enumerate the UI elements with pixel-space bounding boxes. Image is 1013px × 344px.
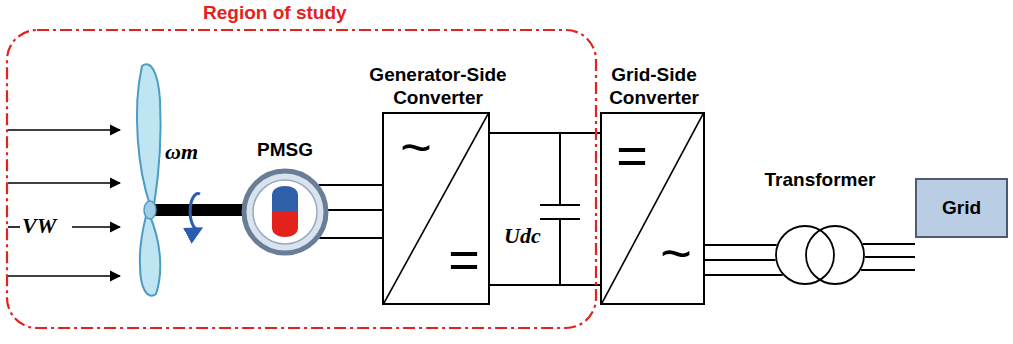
symbol-label: VW (20, 214, 58, 238)
power-connection (490, 284, 600, 286)
power-connection (319, 237, 382, 239)
symbol-label: Udc (502, 224, 543, 248)
power-connection (328, 209, 382, 211)
power-connection (861, 269, 915, 271)
converter-symbol: ~ (400, 120, 432, 174)
power-connection (705, 244, 777, 246)
node-heading: Transformer (765, 169, 876, 192)
hub (144, 201, 156, 219)
node-heading: Grid (942, 197, 981, 220)
region-outline (5, 28, 598, 330)
node-heading: PMSG (257, 139, 313, 162)
wind-arrows (8, 130, 120, 276)
node-heading: Grid-Side Converter (579, 64, 729, 110)
converter-box: Generator-Side Converter~= (382, 112, 490, 305)
rotation-arrow (190, 194, 200, 230)
turbine-blades (137, 64, 161, 295)
shaft (146, 204, 244, 216)
converter-symbol: = (616, 128, 648, 182)
generator-node: PMSG (242, 169, 328, 255)
transformer-symbol (775, 225, 865, 285)
node-heading: Generator-Side Converter (363, 64, 513, 110)
generator-symbol (244, 171, 326, 253)
power-connection (865, 256, 915, 258)
power-connection (863, 243, 915, 245)
study-region: Region of studyPMSGGenerator-Side Conver… (5, 28, 598, 330)
power-connection (705, 274, 783, 276)
capacitor (540, 133, 580, 285)
grid-box: Grid (915, 178, 1008, 238)
converter-symbol: = (448, 232, 480, 286)
power-connection (705, 259, 775, 261)
converter-symbol: ~ (660, 226, 692, 280)
converter-box: Grid-Side Converter=~ (600, 112, 705, 305)
symbol-label: ωm (163, 140, 200, 164)
power-connection (490, 132, 600, 134)
node-heading: Region of study (203, 2, 347, 25)
power-connection (318, 184, 382, 186)
transformer-node: Transformer (775, 225, 865, 285)
